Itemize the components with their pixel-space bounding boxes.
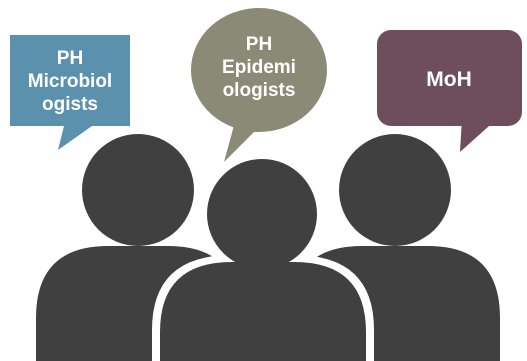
bubble-right-shape: [377, 30, 522, 126]
person-center-head: [207, 159, 317, 269]
bubble-left-line-3: ogists: [42, 94, 98, 115]
bubble-left-line-1: PH: [57, 48, 83, 69]
bubble-left: PH Microbiol ogists: [10, 35, 130, 150]
bubble-center-shape: [191, 8, 327, 132]
bubble-left-shape: [10, 35, 130, 150]
bubble-center-line-1: PH: [246, 34, 272, 55]
bubble-left-line-2: Microbiol: [28, 71, 112, 92]
bubble-center: PH Epidemi ologists: [191, 8, 327, 162]
person-left-head: [82, 134, 194, 246]
bubble-center-line-3: ologists: [223, 80, 296, 101]
bubble-right-line-1: MoH: [426, 68, 472, 91]
bubble-right-tail: [460, 118, 498, 152]
person-center-body: [160, 262, 366, 361]
person-right-head: [339, 134, 451, 246]
person-center: [152, 152, 374, 361]
bubble-right: MoH: [377, 30, 522, 152]
bubble-center-line-2: Epidemi: [222, 57, 296, 78]
